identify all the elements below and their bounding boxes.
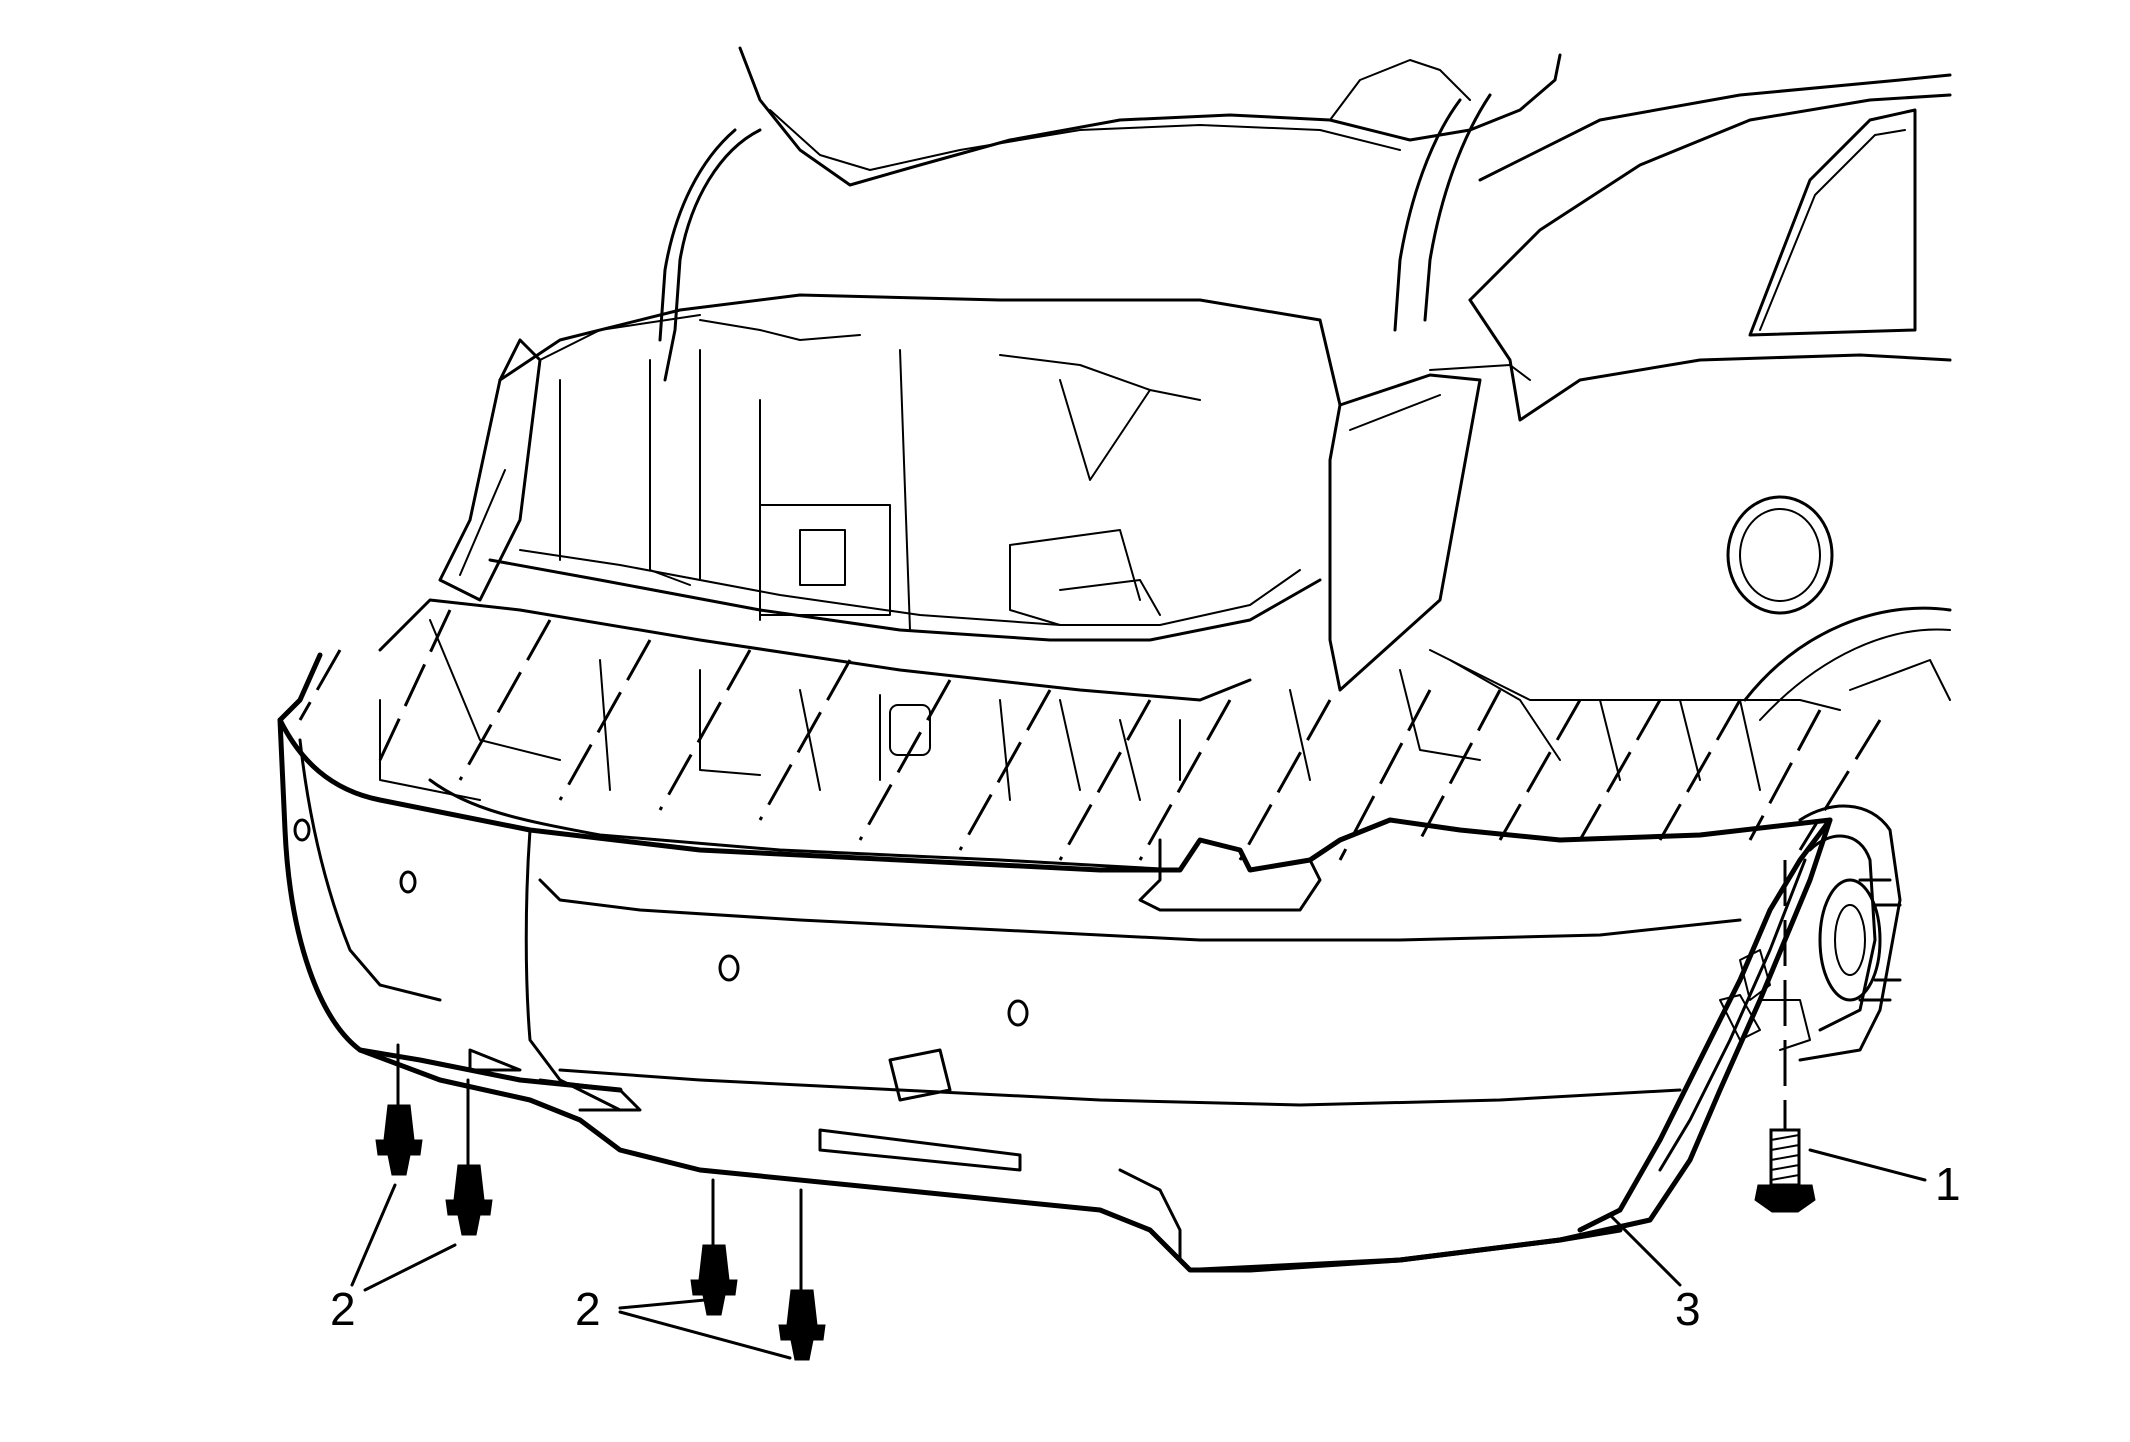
parking-sensor-4 — [1007, 999, 1029, 1027]
fascia-bottom-edge — [357, 1047, 1623, 1273]
callout-label-2-center: 2 — [575, 1283, 601, 1335]
left-tail-lamp — [438, 338, 542, 602]
vehicle-body — [378, 46, 1952, 801]
callout-label-1: 1 — [1935, 1158, 1961, 1210]
callout-2-left: 2 — [330, 1183, 457, 1335]
trunk-sill — [488, 558, 1322, 642]
side-window — [1748, 108, 1917, 337]
trunk-opening — [498, 293, 1342, 407]
callout-label-2-left: 2 — [330, 1283, 356, 1335]
trunk-hinge-right — [1393, 93, 1492, 332]
fuel-door — [1726, 495, 1834, 615]
rear-body-panel — [378, 598, 1252, 702]
right-tail-lamp — [1328, 373, 1482, 692]
alignment-lines — [298, 609, 1882, 861]
rear-window — [1468, 93, 1952, 302]
callout-label-3: 3 — [1675, 1283, 1701, 1335]
bolt — [1754, 860, 1816, 1213]
tow-hook-cover — [888, 1048, 952, 1102]
fascia-right-end — [1197, 817, 1833, 1273]
rear-bumper-fascia — [277, 652, 1833, 1273]
fascia-top-edge — [277, 652, 1833, 1233]
push-pin-retainer-2 — [445, 1078, 493, 1236]
callout-2-center: 2 — [575, 1283, 792, 1360]
parking-sensor-2 — [399, 870, 417, 894]
trunk-release-panel — [759, 504, 891, 616]
wheel-arch — [1743, 606, 1952, 702]
trunk-hinge-left — [658, 128, 762, 382]
push-pin-retainer-4 — [778, 1188, 826, 1361]
trunk-lid — [738, 46, 1562, 187]
callout-3: 3 — [1608, 1213, 1701, 1335]
quarter-panel — [1468, 298, 1952, 422]
callout-1: 1 — [1808, 1148, 1961, 1210]
parking-sensor-1 — [293, 818, 311, 842]
push-pin-retainer-1 — [375, 1043, 423, 1176]
fascia-left-end — [277, 717, 623, 1093]
parking-sensor-3 — [718, 954, 740, 982]
push-pin-retainer-3 — [690, 1178, 738, 1316]
roof — [1478, 73, 1952, 182]
